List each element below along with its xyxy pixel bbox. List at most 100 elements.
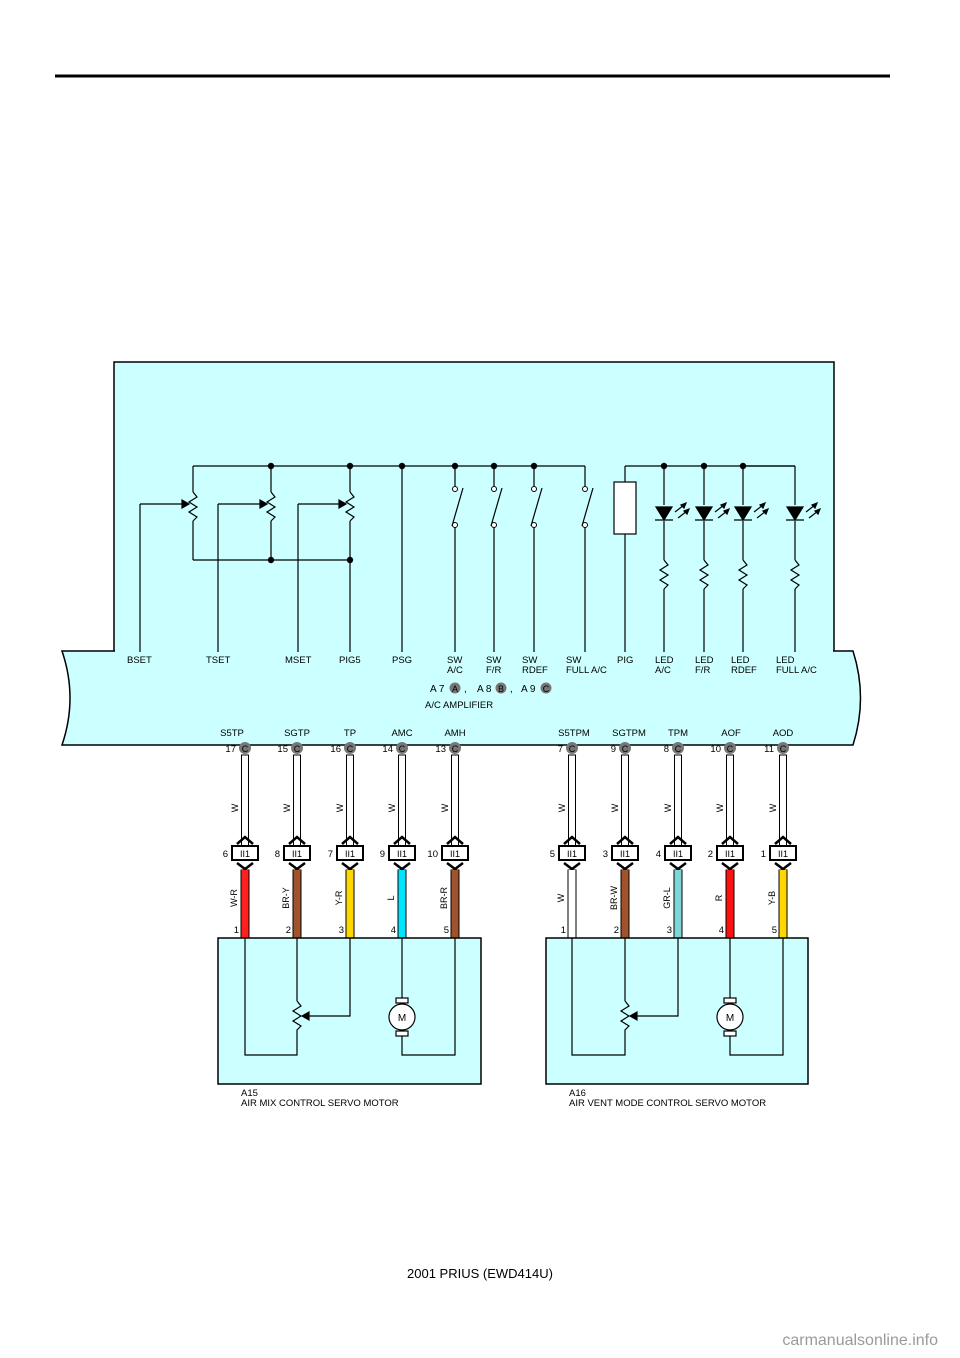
watermark: carmanualsonline.info — [782, 1332, 938, 1349]
upper-wire — [779, 754, 787, 848]
upper-wire — [398, 754, 406, 848]
connector-ref-letter: C — [543, 684, 550, 694]
amp-pin-number: 14 — [382, 744, 393, 755]
junction-connector — [441, 845, 469, 861]
junction-dots — [267, 462, 747, 564]
junction-connector — [336, 845, 364, 861]
junction-connector — [231, 845, 259, 861]
amp-connector-badge — [777, 742, 789, 754]
lower-wire-color: L — [386, 895, 396, 900]
connector-ref-prefix: A 7 — [430, 684, 445, 695]
lower-wire-stripe — [293, 870, 301, 938]
junction-label: II1 — [397, 849, 407, 859]
motor-pin-number: 2 — [286, 925, 291, 936]
amp-connector-badge — [724, 742, 736, 754]
bottom-terminal-labels: S5TP SGTP TP AMC AMH S5TPM SGTPM TPM AOF… — [220, 728, 793, 739]
upper-wire-color: W — [715, 803, 725, 812]
terminal-label: BSET — [127, 655, 152, 666]
terminal-label: AOF — [721, 728, 741, 739]
amp-connector-letter: C — [675, 744, 682, 754]
amp-pin-number: 8 — [664, 744, 669, 755]
amplifier-name: A/C AMPLIFIER — [425, 700, 493, 711]
amp-pin-number: 13 — [435, 744, 446, 755]
junction-label: II1 — [673, 849, 683, 859]
lower-wire-stripe — [621, 870, 629, 938]
amp-connector-badge — [619, 742, 631, 754]
upper-wire — [621, 754, 629, 848]
junction-pin-number: 7 — [328, 849, 333, 860]
lower-wire-stripe — [779, 870, 787, 938]
amp-connector-letter: C — [622, 744, 629, 754]
lower-wire-stripe — [346, 870, 354, 938]
amplifier-connector-refs: A 7 A , A 8 B , A 9 C A/C AMPLIFIER — [425, 682, 552, 711]
upper-wire — [674, 754, 682, 848]
amp-connector-letter: C — [569, 744, 576, 754]
junction-connector — [283, 845, 311, 861]
junction-connector — [664, 845, 692, 861]
lower-wire-color: BR-Y — [281, 887, 291, 909]
lower-wire-color: R — [714, 894, 724, 901]
junction-pin-number: 9 — [380, 849, 385, 860]
junction-label: II1 — [292, 849, 302, 859]
lower-wire-color: Y-R — [334, 890, 344, 905]
junction-label: II1 — [620, 849, 630, 859]
junction-pin-number: 6 — [223, 849, 228, 860]
motor-pin-number: 5 — [444, 925, 449, 936]
connector-ref-prefix: A 9 — [521, 684, 536, 695]
lower-wire-stripe — [726, 870, 734, 938]
junction-connector — [611, 845, 639, 861]
switch-contacts — [452, 486, 588, 528]
led-ac — [654, 501, 691, 522]
amp-connector-badge — [672, 742, 684, 754]
amp-pin-number: 11 — [764, 744, 774, 755]
motor-symbols: M M — [388, 1003, 744, 1031]
junction-label: II1 — [725, 849, 735, 859]
connector-ref-separator: , — [464, 684, 467, 695]
junction-connector — [769, 845, 797, 861]
upper-wire-color: W — [282, 803, 292, 812]
servo-motor-a16 — [545, 937, 809, 1085]
motor-symbol-label: M — [398, 1013, 406, 1024]
upper-wire-color: W — [335, 803, 345, 812]
terminal-label: MSET — [285, 655, 312, 666]
lower-wire-color: W — [556, 893, 566, 902]
upper-wire-color: W — [387, 803, 397, 812]
lower-wire-stripe — [568, 870, 576, 938]
connector-ref-letter: B — [498, 684, 504, 694]
amplifier-lower-band — [60, 650, 862, 746]
upper-wire — [241, 754, 249, 848]
amp-pin-number: 16 — [330, 744, 341, 755]
upper-wire-color: W — [768, 803, 778, 812]
lower-wire-color: W-R — [229, 889, 239, 907]
upper-wire-color: W — [610, 803, 620, 812]
motor-pin-number: 5 — [772, 925, 777, 936]
amp-connector-badge — [344, 742, 356, 754]
terminal-label: PIG — [617, 655, 633, 666]
amplifier-upper-box — [113, 361, 835, 655]
motor-icon — [716, 1003, 744, 1031]
led-fr — [694, 501, 731, 522]
terminal-label: TSET — [206, 655, 230, 666]
amp-pin-number: 17 — [225, 744, 236, 755]
amp-connector-badge — [449, 742, 461, 754]
terminal-label: TPM — [668, 728, 688, 739]
junction-pin-number: 5 — [550, 849, 555, 860]
connector-ref-prefix: A 8 — [477, 684, 492, 695]
motor-pin-number: 3 — [339, 925, 344, 936]
junction-pin-number: 3 — [603, 849, 608, 860]
lower-wire-color: BR-W — [609, 886, 619, 910]
lower-wire-stripe — [398, 870, 406, 938]
motor-name: AIR VENT MODE CONTROL SERVO MOTOR — [569, 1098, 766, 1109]
